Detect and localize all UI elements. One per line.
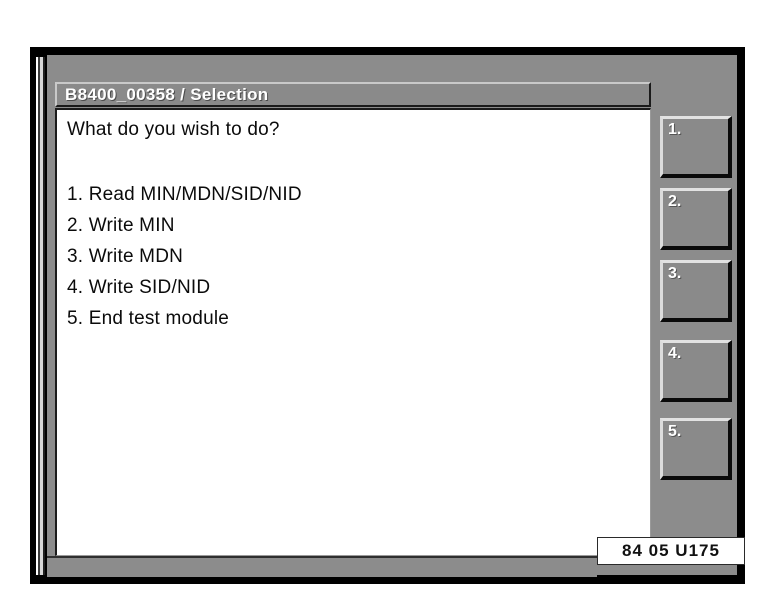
status-bar: 84 05 U175 <box>597 537 745 565</box>
softkey-label: 2. <box>668 193 682 210</box>
dialog-content-panel: What do you wish to do? 1. Read MIN/MDN/… <box>55 108 651 556</box>
list-item[interactable]: 1. Read MIN/MDN/SID/NID <box>67 184 302 205</box>
list-item[interactable]: 2. Write MIN <box>67 215 175 236</box>
list-item[interactable]: 5. End test module <box>67 308 230 329</box>
dialog-title-bar: B8400_00358 / Selection <box>55 82 651 107</box>
softkey-label: 4. <box>668 345 682 362</box>
softkey-label: 3. <box>668 265 682 282</box>
softkey-button-2[interactable]: 2. <box>660 188 732 250</box>
list-item[interactable]: 4. Write SID/NID <box>67 277 211 298</box>
bezel-bottom-strip <box>47 556 597 577</box>
selection-menu-list: 1. Read MIN/MDN/SID/NID 2. Write MIN 3. … <box>67 179 650 334</box>
softkey-button-3[interactable]: 3. <box>660 260 732 322</box>
softkey-button-4[interactable]: 4. <box>660 340 732 402</box>
softkey-column: 1. 2. 3. 4. 5. <box>655 108 737 556</box>
softkey-label: 1. <box>668 121 682 138</box>
prompt-text: What do you wish to do? <box>67 119 280 140</box>
softkey-label: 5. <box>668 423 682 440</box>
softkey-button-1[interactable]: 1. <box>660 116 732 178</box>
page-title: B8400_00358 / Selection <box>65 84 269 104</box>
softkey-button-5[interactable]: 5. <box>660 418 732 480</box>
bezel-left-highlight <box>36 57 45 575</box>
list-item[interactable]: 3. Write MDN <box>67 246 184 267</box>
status-code: 84 05 U175 <box>622 541 720 560</box>
